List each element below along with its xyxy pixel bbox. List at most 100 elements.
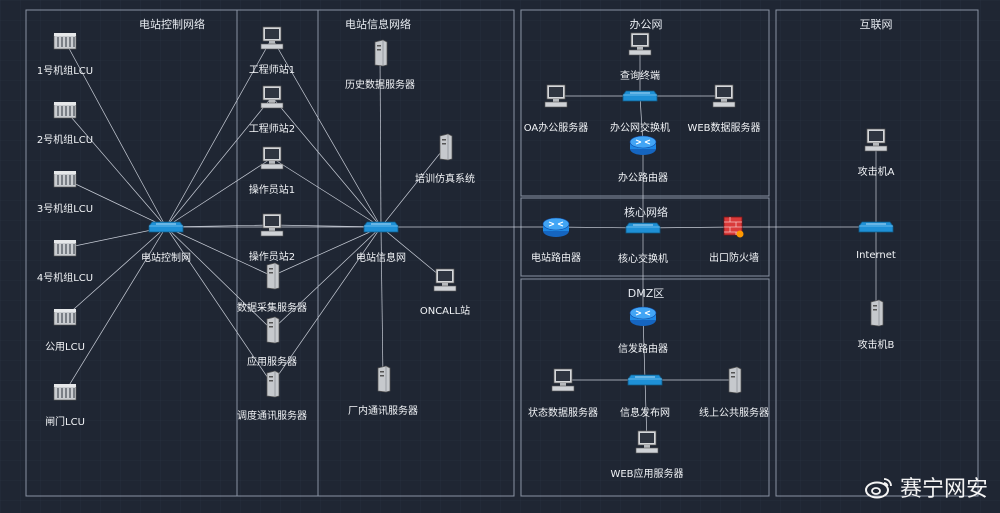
zone-internet-border: [775, 9, 979, 497]
label-plant-comm: 厂内通讯服务器: [348, 406, 418, 417]
link-control_switch-lcu_public: [64, 226, 167, 318]
label-office-switch: 办公网交换机: [610, 123, 670, 134]
label-lcu-public: 公用LCU: [45, 342, 85, 353]
label-status-server: 状态数据服务器: [528, 408, 598, 419]
query-pc-icon[interactable]: [628, 32, 652, 56]
label-info-switch: 电站信息网: [356, 253, 406, 264]
training-server-icon[interactable]: [439, 133, 453, 161]
label-app-server: 应用服务器: [247, 357, 297, 368]
label-op2: 操作员站2: [248, 252, 296, 263]
zone-title-dmz: DMZ区: [627, 287, 665, 300]
link-info_switch-eng2: [271, 96, 382, 228]
online-server-server-icon[interactable]: [728, 366, 742, 394]
lcu-public-lcu-icon[interactable]: [53, 308, 77, 326]
pub-switch-switch-icon[interactable]: [627, 374, 663, 386]
link-control_switch-lcu1: [64, 40, 167, 228]
op1-pc-icon[interactable]: [260, 146, 284, 170]
attacker-a-pc-icon[interactable]: [864, 128, 888, 152]
label-lcu3: 3号机组LCU: [36, 204, 94, 215]
eng1-pc-icon[interactable]: [260, 26, 284, 50]
core-switch-switch-icon[interactable]: [625, 222, 661, 234]
link-control_switch-op1: [165, 157, 273, 228]
link-control_switch-eng2: [165, 96, 273, 228]
web-db-pc-icon[interactable]: [712, 84, 736, 108]
lcu4-lcu-icon[interactable]: [53, 239, 77, 257]
web-app-pc-icon[interactable]: [635, 430, 659, 454]
label-dispatch-server: 调度通讯服务器: [237, 411, 307, 422]
label-office-router: 办公路由器: [618, 173, 668, 184]
internet-switch-icon[interactable]: [858, 221, 894, 233]
control-switch-switch-icon[interactable]: [148, 221, 184, 233]
plant-comm-server-icon[interactable]: [377, 365, 391, 393]
label-control-switch: 电站控制网: [141, 253, 191, 264]
label-lcu1: 1号机组LCU: [36, 66, 94, 77]
zone-core-border: [520, 197, 770, 277]
zone-title-core: 核心网络: [624, 206, 668, 219]
zone-title-control: 电站控制网络: [139, 18, 205, 31]
weibo-logo-icon: [864, 478, 892, 499]
label-pub-router: 信发路由器: [618, 344, 668, 355]
zone-title-office: 办公网: [629, 18, 663, 31]
firewall-firewall-icon[interactable]: [723, 216, 744, 238]
label-web-db: WEB数据服务器: [687, 123, 761, 134]
label-lcu2: 2号机组LCU: [36, 135, 94, 146]
label-attacker-a: 攻击机A: [857, 167, 895, 178]
label-lcu4: 4号机组LCU: [36, 273, 94, 284]
app-server-server-icon[interactable]: [266, 316, 280, 344]
watermark-text: 赛宁网安: [899, 477, 988, 502]
link-info_switch-eng1: [271, 37, 382, 228]
link-info_switch-history_server: [379, 52, 382, 228]
link-info_switch-data_acq: [271, 226, 382, 277]
lcu-gate-lcu-icon[interactable]: [53, 383, 77, 401]
link-info_switch-oncall: [380, 226, 446, 281]
attacker-b-server-icon[interactable]: [870, 299, 884, 327]
op2-pc-icon[interactable]: [260, 213, 284, 237]
history-server-server-icon[interactable]: [374, 39, 388, 67]
label-eng2: 工程师站2: [248, 124, 296, 135]
label-web-app: WEB应用服务器: [610, 469, 684, 480]
label-online-server: 线上公共服务器: [699, 408, 769, 419]
watermark: 赛宁网安: [864, 471, 988, 503]
info-switch-switch-icon[interactable]: [363, 221, 399, 233]
zone-borders: [25, 9, 979, 497]
link-control_switch-dispatch_server: [165, 226, 273, 385]
link-info_switch-plant_comm: [380, 226, 384, 380]
eng2-pc-icon[interactable]: [260, 85, 284, 109]
link-control_switch-lcu3: [64, 178, 167, 228]
zone-info-border: [317, 9, 515, 497]
label-query: 查询终端: [620, 71, 660, 82]
label-op1: 操作员站1: [248, 185, 296, 196]
oa-pc-icon[interactable]: [544, 84, 568, 108]
lcu2-lcu-icon[interactable]: [53, 101, 77, 119]
label-core-switch: 核心交换机: [618, 254, 668, 265]
label-lcu-gate: 闸门LCU: [45, 417, 85, 428]
link-info_switch-dispatch_server: [271, 226, 382, 385]
link-info_switch-training: [380, 146, 446, 228]
link-control_switch-app_server: [165, 226, 273, 331]
station-router-router-icon[interactable]: [542, 217, 570, 238]
zone-dmz-border: [520, 278, 770, 497]
label-attacker-b: 攻击机B: [857, 340, 895, 351]
label-internet: Internet: [856, 250, 896, 261]
label-station-router: 电站路由器: [531, 253, 581, 264]
data-acq-server-icon[interactable]: [266, 262, 280, 290]
dispatch-server-server-icon[interactable]: [266, 370, 280, 398]
link-control_switch-eng1: [165, 37, 273, 228]
pub-router-router-icon[interactable]: [629, 306, 657, 327]
link-control_switch-lcu2: [64, 109, 167, 228]
label-data-acq: 数据采集服务器: [237, 303, 307, 314]
label-oa: OA办公服务器: [523, 123, 589, 134]
link-info_switch-op1: [271, 157, 382, 228]
link-control_switch-data_acq: [165, 226, 273, 277]
zone-title-info: 电站信息网络: [345, 18, 411, 31]
status-server-pc-icon[interactable]: [551, 368, 575, 392]
label-eng1: 工程师站1: [248, 65, 296, 76]
oncall-pc-icon[interactable]: [433, 268, 457, 292]
link-control_switch-lcu_gate: [64, 226, 167, 393]
label-firewall: 出口防火墙: [709, 253, 759, 264]
office-router-router-icon[interactable]: [629, 135, 657, 156]
lcu1-lcu-icon[interactable]: [53, 32, 77, 50]
office-switch-switch-icon[interactable]: [622, 90, 658, 102]
lcu3-lcu-icon[interactable]: [53, 170, 77, 188]
